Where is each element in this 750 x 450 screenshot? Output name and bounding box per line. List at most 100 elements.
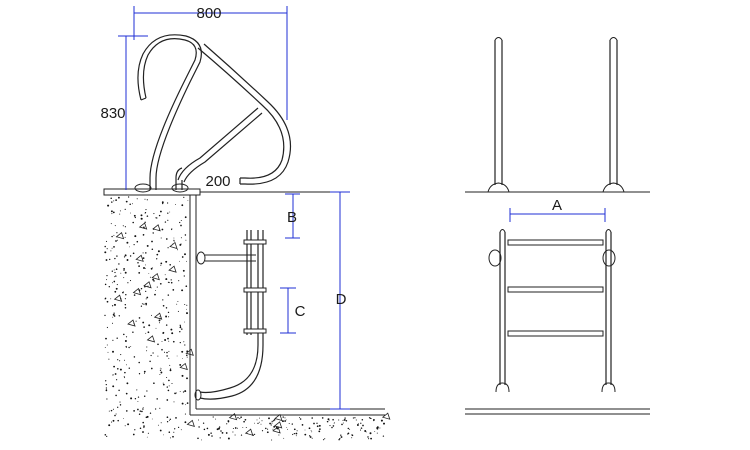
concrete-speck: [110, 223, 112, 225]
concrete-speck: [166, 376, 168, 379]
concrete-speck: [119, 368, 122, 371]
concrete-speck: [159, 315, 161, 317]
concrete-speck: [159, 429, 162, 432]
concrete-speck: [137, 408, 139, 411]
concrete-aggregate: [113, 294, 123, 302]
concrete-speck: [167, 337, 169, 340]
concrete-speck: [129, 255, 132, 257]
concrete-speck: [155, 217, 157, 219]
concrete-speck: [116, 255, 118, 257]
concrete-speck: [169, 437, 171, 439]
concrete-speck: [145, 332, 147, 334]
concrete-speck: [182, 358, 183, 359]
concrete-speck: [104, 245, 106, 248]
concrete-speck: [104, 434, 107, 436]
concrete-speck: [158, 319, 161, 322]
concrete-speck: [127, 282, 129, 284]
concrete-speck: [125, 293, 127, 296]
concrete-speck: [112, 385, 115, 388]
concrete-speck: [168, 431, 171, 433]
concrete-speck: [140, 214, 143, 217]
concrete-speck: [382, 435, 385, 437]
concrete-speck: [203, 428, 206, 431]
concrete-aggregate: [153, 312, 163, 320]
concrete-speck: [110, 409, 113, 412]
concrete-speck: [134, 398, 137, 400]
concrete-speck: [326, 420, 329, 423]
concrete-speck: [152, 278, 155, 281]
concrete-speck: [218, 426, 221, 428]
concrete-speck: [167, 389, 170, 392]
concrete-speck: [343, 418, 346, 421]
concrete-speck: [163, 351, 166, 353]
concrete-speck: [113, 280, 116, 283]
concrete-speck: [132, 433, 135, 436]
concrete-speck: [179, 326, 182, 329]
concrete-speck: [161, 201, 164, 204]
concrete-speck: [291, 423, 293, 425]
concrete-speck: [146, 390, 148, 392]
concrete-speck: [161, 341, 163, 343]
concrete-speck: [118, 263, 120, 265]
concrete-speck: [128, 346, 130, 349]
concrete-speck: [180, 219, 182, 222]
concrete-speck: [218, 427, 220, 430]
concrete-speck: [257, 422, 259, 425]
concrete-speck: [197, 437, 199, 440]
concrete-speck: [133, 410, 135, 412]
dimension-lines: [118, 6, 350, 410]
concrete-speck: [165, 260, 168, 263]
concrete-speck: [181, 289, 184, 292]
concrete-speck: [160, 264, 162, 266]
concrete-speck: [226, 423, 228, 425]
concrete-speck: [175, 392, 177, 394]
concrete-speck: [128, 367, 131, 369]
concrete-speck: [111, 322, 114, 324]
concrete-speck: [244, 418, 247, 421]
concrete-speck: [181, 204, 184, 207]
concrete-aggregate: [186, 419, 195, 427]
concrete-speck: [125, 392, 128, 395]
concrete-speck: [118, 315, 120, 317]
concrete-speck: [145, 209, 147, 211]
concrete-speck: [166, 351, 168, 354]
concrete-speck: [160, 371, 163, 374]
concrete-speck: [376, 427, 379, 430]
concrete-speck: [168, 379, 170, 382]
concrete-speck: [113, 200, 115, 202]
concrete-speck: [227, 437, 230, 440]
concrete-speck: [119, 210, 121, 212]
concrete-speck: [159, 282, 162, 285]
concrete-speck: [115, 240, 117, 242]
concrete-speck: [379, 427, 381, 429]
dimension-b-label: B: [287, 209, 297, 226]
concrete-speck: [115, 199, 117, 201]
concrete-speck: [141, 303, 143, 305]
concrete-aggregate: [132, 287, 142, 296]
concrete-speck: [140, 305, 143, 307]
concrete-speck: [339, 438, 341, 440]
concrete-speck: [169, 418, 172, 421]
concrete-speck: [338, 419, 340, 421]
concrete-speck: [136, 198, 138, 200]
concrete-speck: [146, 346, 148, 348]
concrete-speck: [146, 350, 148, 352]
concrete-speck: [111, 213, 113, 215]
concrete-speck: [318, 430, 321, 433]
concrete-speck: [108, 410, 110, 412]
concrete-speck: [122, 291, 124, 294]
concrete-speck: [105, 240, 108, 242]
concrete-speck: [237, 417, 239, 419]
concrete-speck: [143, 426, 145, 429]
concrete-speck: [272, 428, 274, 430]
concrete-speck: [142, 408, 144, 410]
concrete-speck: [295, 432, 298, 435]
concrete-speck: [185, 285, 188, 288]
concrete-aggregate: [138, 222, 148, 230]
concrete-speck: [221, 432, 224, 434]
concrete-speck: [185, 239, 187, 241]
concrete-speck: [212, 416, 214, 418]
concrete-speck: [311, 431, 313, 433]
concrete-speck: [181, 350, 184, 353]
concrete-speck: [207, 433, 210, 436]
